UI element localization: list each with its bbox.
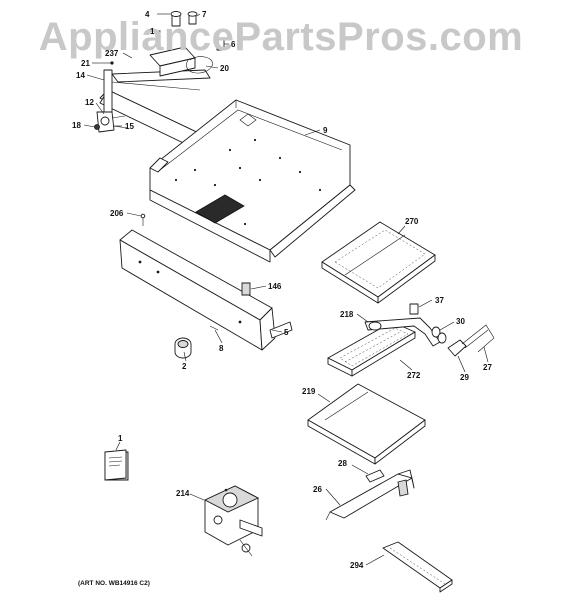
callout-1-manual: 1 (118, 434, 123, 443)
callout-214: 214 (176, 489, 190, 498)
callout-26: 26 (313, 485, 322, 494)
callout-237: 237 (105, 49, 119, 58)
callout-270: 270 (405, 217, 419, 226)
callout-272: 272 (407, 371, 421, 380)
callout-2: 2 (182, 362, 187, 371)
trim-strip (382, 541, 453, 593)
callout-5: 5 (284, 328, 289, 337)
callout-20: 20 (220, 64, 229, 73)
burner-box-pan (149, 99, 356, 263)
front-panel (119, 213, 293, 351)
callout-15: 15 (125, 122, 134, 131)
callout-12: 12 (85, 98, 94, 107)
callout-27: 27 (483, 363, 492, 372)
burner-assembly (94, 11, 225, 151)
screw-8 (209, 325, 219, 331)
callout-30: 30 (456, 317, 465, 326)
callout-1: 1 (150, 27, 155, 36)
callout-206: 206 (110, 209, 124, 218)
callout-294: 294 (350, 561, 364, 570)
callout-6: 6 (231, 40, 236, 49)
burner-baffle (307, 383, 426, 465)
callout-37: 37 (435, 296, 444, 305)
callout-18: 18 (72, 121, 81, 130)
callout-28: 28 (338, 459, 347, 468)
knob (174, 337, 192, 359)
callout-labels: 4 7 1 6 237 21 20 14 12 18 15 9 206 270 … (72, 10, 492, 570)
callout-9: 9 (323, 126, 328, 135)
watermark: AppliancePartsPros.com (39, 15, 524, 59)
owners-manual (104, 449, 129, 481)
callout-7: 7 (202, 10, 207, 19)
leader-lines (83, 13, 489, 566)
callout-146: 146 (268, 282, 282, 291)
callout-218: 218 (340, 310, 354, 319)
gas-valve (203, 485, 263, 557)
callout-14: 14 (76, 71, 85, 80)
callout-8: 8 (219, 344, 224, 353)
callout-21: 21 (81, 59, 90, 68)
heat-shield (321, 221, 436, 304)
callout-219: 219 (302, 387, 316, 396)
broil-burner (327, 303, 495, 377)
bake-burner (325, 469, 415, 521)
art-number: (ART NO. WB14916 C2) (78, 580, 150, 587)
callout-29: 29 (460, 373, 469, 382)
callout-4: 4 (145, 10, 150, 19)
